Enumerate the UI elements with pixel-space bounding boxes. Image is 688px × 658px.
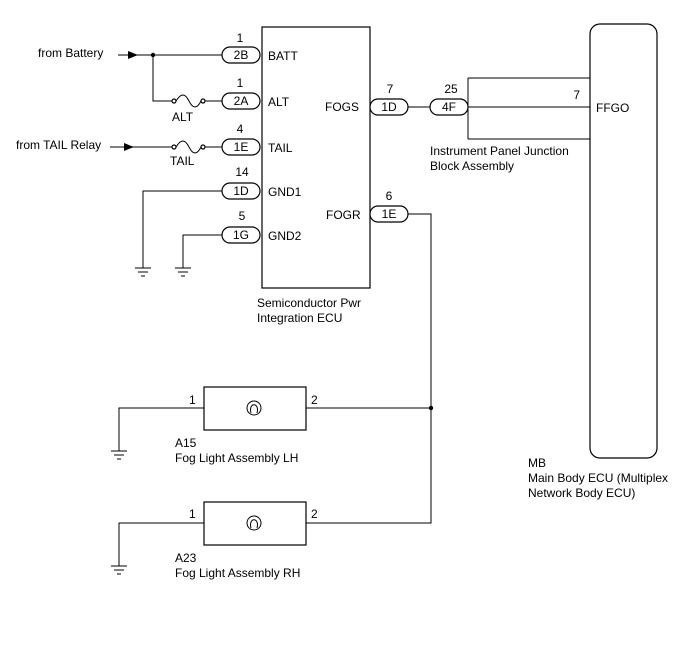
semiconductor-ecu-name-line2: Integration ECU: [257, 311, 342, 325]
fogr-splice: [428, 405, 434, 411]
alt-fuse-icon: [175, 94, 202, 108]
ecu-tail-pin-label: TAIL: [268, 141, 293, 155]
fog-rh-ground-wire: [118, 522, 204, 566]
ecu-batt-pin-label: BATT: [268, 49, 298, 63]
fog-light-lh-box: [203, 386, 307, 431]
fog-light-rh-box: [203, 501, 307, 546]
fog-lh-ground-wire: [118, 407, 204, 451]
gnd1-ground-icon: [135, 267, 151, 277]
ecu-alt-pin-label: ALT: [268, 95, 290, 109]
gnd2-wire: [182, 234, 222, 268]
tail-fuse-label: TAIL: [170, 154, 195, 168]
fog-lh-code: A15: [175, 436, 197, 450]
battery-arrow-icon: [128, 51, 138, 59]
ecu-batt-pin-number: 1: [237, 31, 244, 45]
fog-rh-code: A23: [175, 551, 197, 565]
tail-relay-arrow-icon: [124, 143, 134, 151]
tail-fuse-terminal-left: [171, 144, 177, 150]
ecu-tail-connector-code: 1E: [234, 140, 249, 154]
ecu-gnd1-pin-number: 14: [235, 165, 249, 179]
ecu-tail-connector: [221, 138, 261, 156]
fog-rh-pin2: 2: [311, 507, 318, 521]
from-tail-relay-label: from TAIL Relay: [16, 138, 101, 152]
fog-lh-ground-icon: [111, 450, 127, 460]
semiconductor-ecu-box: [261, 26, 371, 289]
fog-lh-name: Fog Light Assembly LH: [175, 451, 298, 465]
fogr-wire: [306, 213, 432, 524]
ecu-alt-pin-number: 1: [237, 76, 244, 90]
gnd1-wire: [142, 190, 222, 268]
ecu-batt-connector: [221, 46, 261, 64]
ecu-fogr-pin-label: FOGR: [326, 208, 361, 222]
ecu-gnd1-connector-code: 1D: [233, 184, 249, 198]
fog-rh-pin1: 1: [189, 507, 196, 521]
alt-wire-left: [152, 55, 172, 102]
tail-fuse-terminal-right: [200, 144, 206, 150]
fog-rh-bulb-icon: [246, 515, 262, 531]
main-body-ecu-pin-label: FFGO: [596, 101, 629, 115]
fog-rh-ground-icon: [111, 565, 127, 575]
fog-lh-pin2: 2: [311, 393, 318, 407]
junction-pin-number-left: 25: [444, 82, 458, 96]
from-battery-label: from Battery: [38, 46, 103, 60]
alt-fuse-label: ALT: [172, 110, 194, 124]
junction-pin-number-right: 7: [573, 88, 580, 102]
fog-lh-bulb-icon: [246, 400, 262, 416]
ecu-fogr-pin-number: 6: [386, 189, 393, 203]
junction-name-line2: Block Assembly: [430, 159, 514, 173]
ecu-gnd1-connector: [221, 182, 261, 200]
main-body-ecu-name-line1: Main Body ECU (Multiplex: [528, 471, 668, 485]
ecu-gnd1-pin-label: GND1: [268, 185, 302, 199]
ecu-fogr-connector-code: 1E: [382, 207, 397, 221]
alt-fuse-terminal-right: [200, 98, 206, 104]
main-body-ecu-box: [589, 23, 658, 459]
fog-lh-pin1: 1: [189, 393, 196, 407]
junction-name-line1: Instrument Panel Junction: [430, 144, 569, 158]
main-body-ecu-name-line2: Network Body ECU): [528, 486, 635, 500]
tail-fuse-icon: [175, 140, 202, 154]
ecu-fogs-pin-label: FOGS: [325, 100, 359, 114]
ecu-alt-connector: [221, 92, 261, 110]
fog-rh-name: Fog Light Assembly RH: [175, 566, 300, 580]
semiconductor-ecu-name-line1: Semiconductor Pwr: [257, 296, 361, 310]
ecu-fogs-pin-number: 7: [387, 82, 394, 96]
ecu-fogs-connector-code: 1D: [381, 100, 397, 114]
ecu-gnd2-pin-number: 5: [239, 209, 246, 223]
junction-connector-code: 4F: [442, 100, 456, 114]
ecu-gnd2-connector-code: 1G: [233, 228, 249, 242]
ecu-gnd2-connector: [221, 226, 261, 244]
ecu-alt-connector-code: 2A: [234, 94, 249, 108]
ecu-gnd2-pin-label: GND2: [268, 229, 302, 243]
main-body-ecu-code: MB: [528, 456, 546, 470]
gnd2-ground-icon: [175, 267, 191, 277]
ecu-tail-pin-number: 4: [237, 122, 244, 136]
ecu-batt-connector-code: 2B: [234, 48, 249, 62]
alt-fuse-terminal-left: [171, 98, 177, 104]
junction-block-outline: [467, 77, 590, 140]
